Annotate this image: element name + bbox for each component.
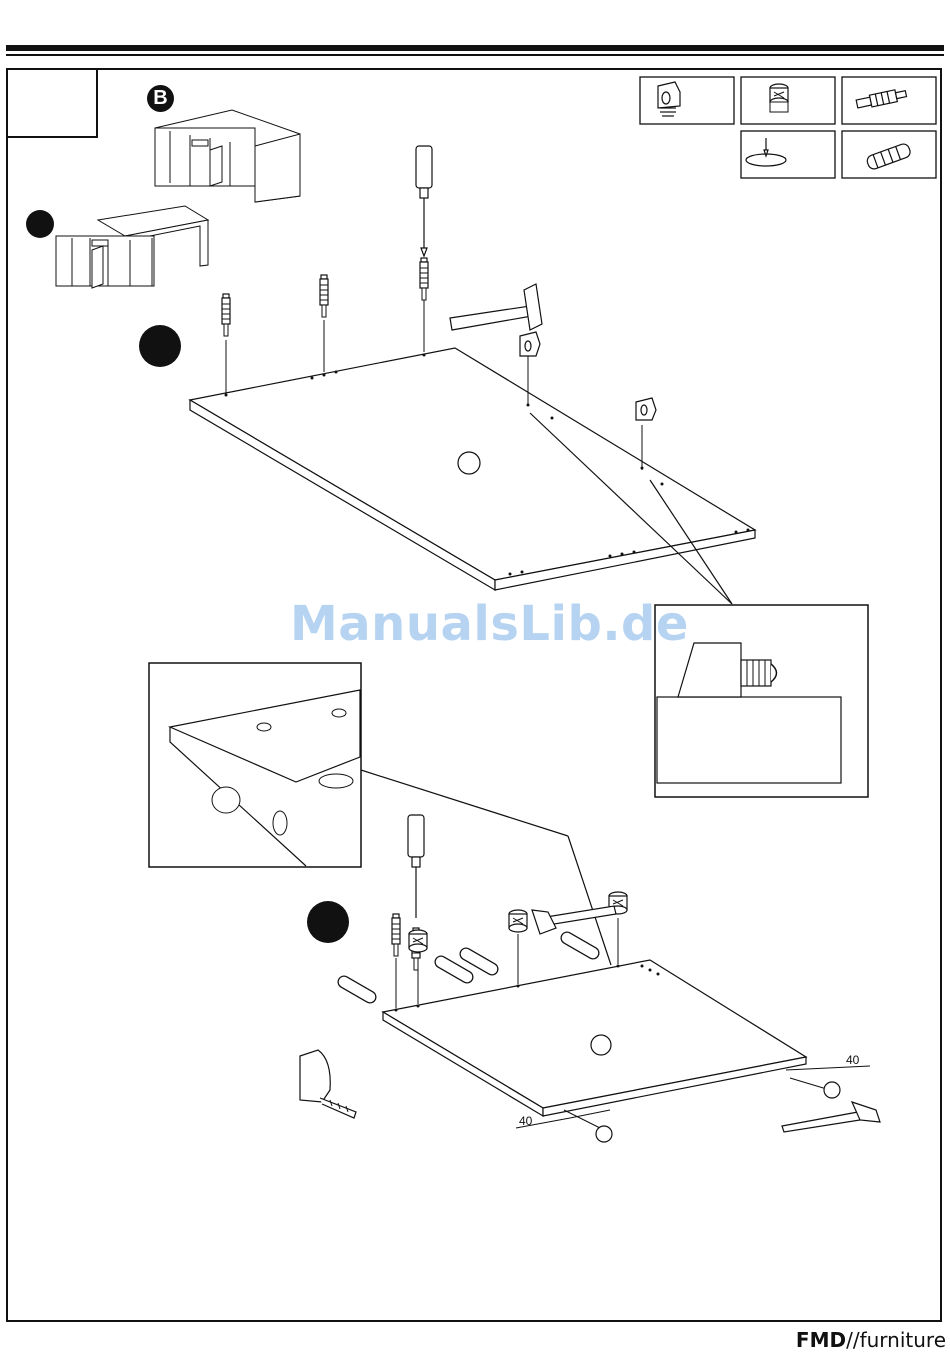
cam-lock-icon (509, 910, 527, 932)
dowel-detail-callout (149, 663, 361, 867)
watermark: ManualsLib.de (290, 596, 689, 652)
substep-1-badge (139, 325, 181, 367)
screwdriver-icon (408, 815, 424, 918)
top-panel (190, 348, 755, 590)
variant-a-badge (26, 210, 54, 238)
cabinet-variant-a-thumbnail (56, 206, 208, 288)
hammer-icon (782, 1102, 880, 1132)
cam-lock-icon (770, 84, 788, 112)
bolt-icon (320, 275, 328, 317)
screwdriver-icon (416, 146, 432, 256)
brand-bold: FMD (796, 1328, 846, 1352)
dowel-icon (567, 938, 593, 953)
brand-logo: FMD//furniture (796, 1328, 946, 1352)
variant-b-badge: B (147, 85, 174, 112)
dowel-icon (466, 954, 492, 969)
dowel-icon (441, 962, 467, 977)
bolt-icon (392, 914, 400, 956)
substep-2-badge (307, 901, 349, 943)
cam-lock-icon (409, 930, 427, 952)
cabinet-variant-b-thumbnail (155, 110, 300, 202)
measuring-tape-icon (300, 1050, 356, 1118)
brand-rest: //furniture (846, 1328, 946, 1352)
dowel-icon (344, 982, 370, 997)
bolt-icon (420, 258, 428, 300)
side-panel (383, 960, 806, 1116)
hammer-icon (450, 284, 542, 330)
dimension-label-right: 40 (846, 1053, 859, 1067)
dimension-label-left: 40 (519, 1114, 532, 1128)
bolt-icon (222, 294, 230, 336)
hammer-icon (532, 906, 616, 934)
